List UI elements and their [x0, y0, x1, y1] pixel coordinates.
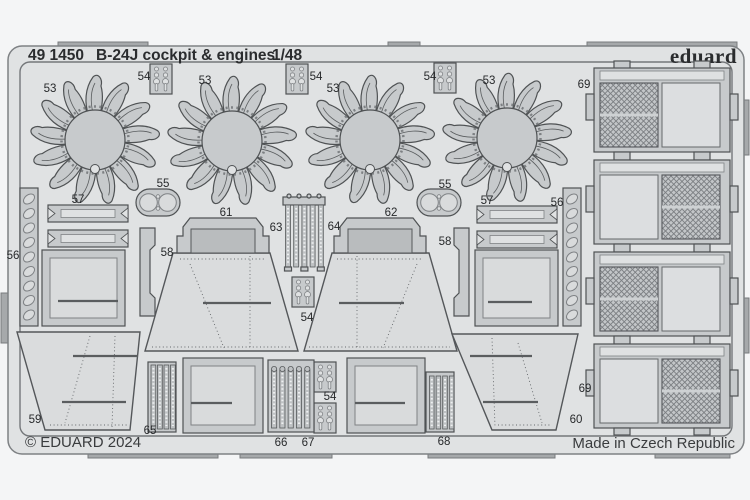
part-label-59: 59 — [29, 414, 42, 426]
perforated-part-66-67 — [267, 359, 315, 433]
part-label-69: 69 — [578, 79, 591, 91]
copyright-text: © EDUARD 2024 — [25, 434, 141, 451]
part-label-60: 60 — [570, 414, 583, 426]
mesh-panel-unit-2 — [585, 159, 739, 245]
panel-left-upper — [41, 249, 126, 327]
part-label-54: 54 — [138, 71, 151, 83]
part-label-54: 54 — [310, 71, 323, 83]
sheet-scale: 1/48 — [272, 47, 303, 64]
part-label-61: 61 — [220, 207, 233, 219]
part-label-53: 53 — [44, 83, 57, 95]
part-label-56: 56 — [7, 250, 20, 262]
perforated-part-65 — [147, 361, 177, 433]
panel-right-upper — [474, 249, 559, 327]
perforated-part-68 — [425, 371, 455, 433]
catalog-number: 49 1450 — [28, 47, 84, 64]
panel-under-62 — [346, 357, 426, 434]
cowl-part-60 — [450, 333, 579, 431]
cowl-part-59 — [16, 331, 141, 431]
part-label-62: 62 — [385, 207, 398, 219]
part-label-58: 58 — [439, 236, 452, 248]
part-label-57: 57 — [481, 195, 494, 207]
part-label-57: 57 — [72, 194, 85, 206]
part-label-55: 55 — [157, 178, 170, 190]
part-label-63: 63 — [270, 222, 283, 234]
mesh-panel-unit-4 — [585, 343, 739, 429]
side-bracket-58-right — [453, 227, 470, 317]
part-label-55: 55 — [439, 179, 452, 191]
part-label-53: 53 — [327, 83, 340, 95]
mesh-panel-unit-3 — [585, 251, 739, 337]
ladder-part-63-64 — [282, 193, 326, 272]
cowl-part-62 — [303, 217, 458, 352]
part-number-labels: 53 53 53 53 54 54 54 54 54 55 55 56 56 5… — [7, 71, 592, 449]
mesh-panel-unit-1 — [585, 67, 739, 153]
sheet-title: B-24J cockpit & engines — [96, 47, 275, 64]
part-label-69: 69 — [579, 383, 592, 395]
mesh-panel-column-69 — [585, 60, 739, 436]
part-label-65: 65 — [144, 425, 157, 437]
part-label-54: 54 — [301, 312, 314, 324]
part-label-67: 67 — [302, 437, 315, 449]
part-label-56: 56 — [551, 197, 564, 209]
part-label-54: 54 — [324, 391, 337, 403]
part-label-53: 53 — [199, 75, 212, 87]
side-bracket-58-left — [139, 227, 156, 317]
part-label-53: 53 — [483, 75, 496, 87]
part-label-66: 66 — [275, 437, 288, 449]
part-label-68: 68 — [438, 436, 451, 448]
panel-under-61 — [182, 357, 264, 434]
cowl-part-61 — [144, 217, 299, 352]
part-label-58: 58 — [161, 247, 174, 259]
origin-text: Made in Czech Republic — [572, 435, 735, 452]
part-label-54: 54 — [424, 71, 437, 83]
part-label-64: 64 — [328, 221, 341, 233]
